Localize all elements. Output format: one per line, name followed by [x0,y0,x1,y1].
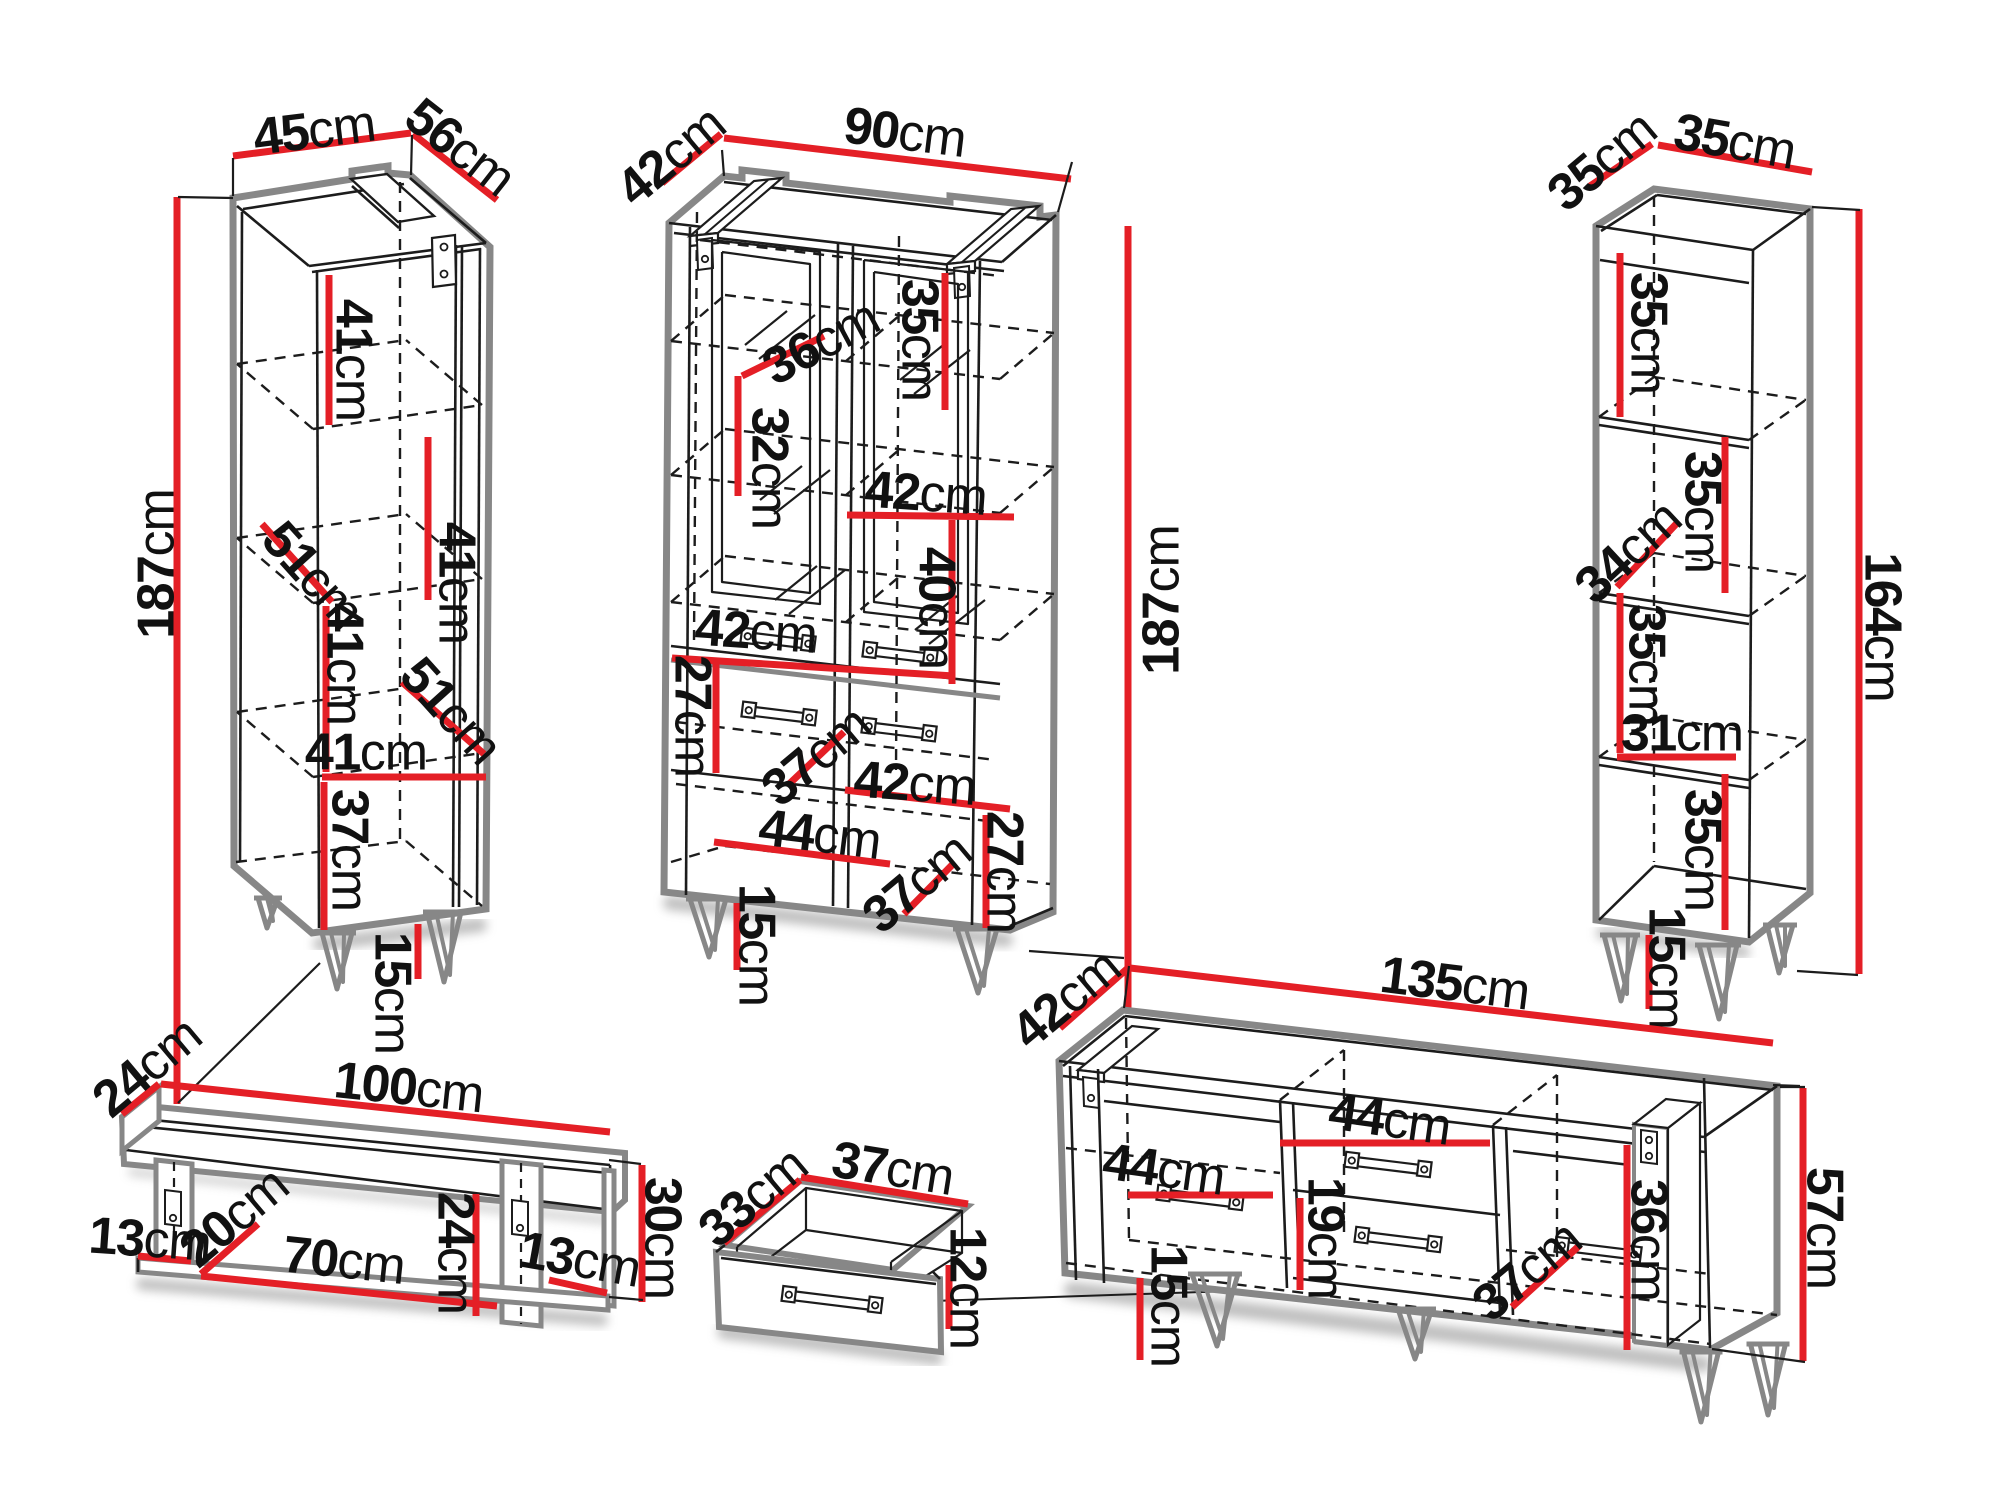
svg-text:41cm: 41cm [315,603,373,725]
svg-text:24cm: 24cm [426,1192,484,1314]
svg-text:37cm: 37cm [320,789,378,911]
svg-text:42cm: 42cm [863,461,989,527]
svg-text:187cm: 187cm [128,489,186,639]
svg-text:57cm: 57cm [1795,1167,1853,1289]
svg-text:45cm: 45cm [250,94,378,166]
svg-text:40cm: 40cm [907,547,965,669]
svg-text:35cm: 35cm [1673,789,1731,911]
svg-text:90cm: 90cm [841,96,969,168]
svg-text:13cm: 13cm [87,1207,213,1273]
svg-text:35cm: 35cm [1619,272,1677,394]
svg-text:135cm: 135cm [1377,946,1533,1022]
svg-text:27cm: 27cm [663,655,721,777]
svg-text:35cm: 35cm [890,279,948,401]
svg-text:15cm: 15cm [363,932,421,1054]
svg-text:35cm: 35cm [1670,103,1800,181]
svg-text:44cm: 44cm [1099,1132,1228,1206]
svg-text:15cm: 15cm [1637,907,1695,1029]
svg-text:30cm: 30cm [633,1177,691,1299]
svg-text:44cm: 44cm [1325,1082,1454,1156]
svg-text:44cm: 44cm [756,798,884,870]
svg-text:32cm: 32cm [740,407,798,529]
svg-text:19cm: 19cm [1296,1177,1354,1299]
svg-text:12cm: 12cm [938,1227,996,1349]
svg-text:100cm: 100cm [331,1051,486,1124]
svg-text:164cm: 164cm [1853,552,1911,702]
svg-text:41cm: 41cm [305,724,427,782]
svg-text:35cm: 35cm [1673,451,1731,573]
svg-text:13cm: 13cm [515,1221,645,1299]
svg-text:35cm: 35cm [1617,604,1675,726]
svg-text:27cm: 27cm [975,811,1033,933]
svg-text:42cm: 42cm [852,751,978,817]
svg-text:15cm: 15cm [727,884,785,1006]
svg-text:187cm: 187cm [1133,525,1191,675]
svg-text:36cm: 36cm [1619,1179,1677,1301]
svg-text:15cm: 15cm [1139,1245,1197,1367]
svg-text:70cm: 70cm [280,1225,408,1295]
svg-text:42cm: 42cm [693,599,819,665]
svg-text:31cm: 31cm [1621,705,1743,763]
svg-text:41cm: 41cm [324,299,382,421]
svg-text:41cm: 41cm [427,522,485,644]
svg-text:37cm: 37cm [828,1130,958,1206]
